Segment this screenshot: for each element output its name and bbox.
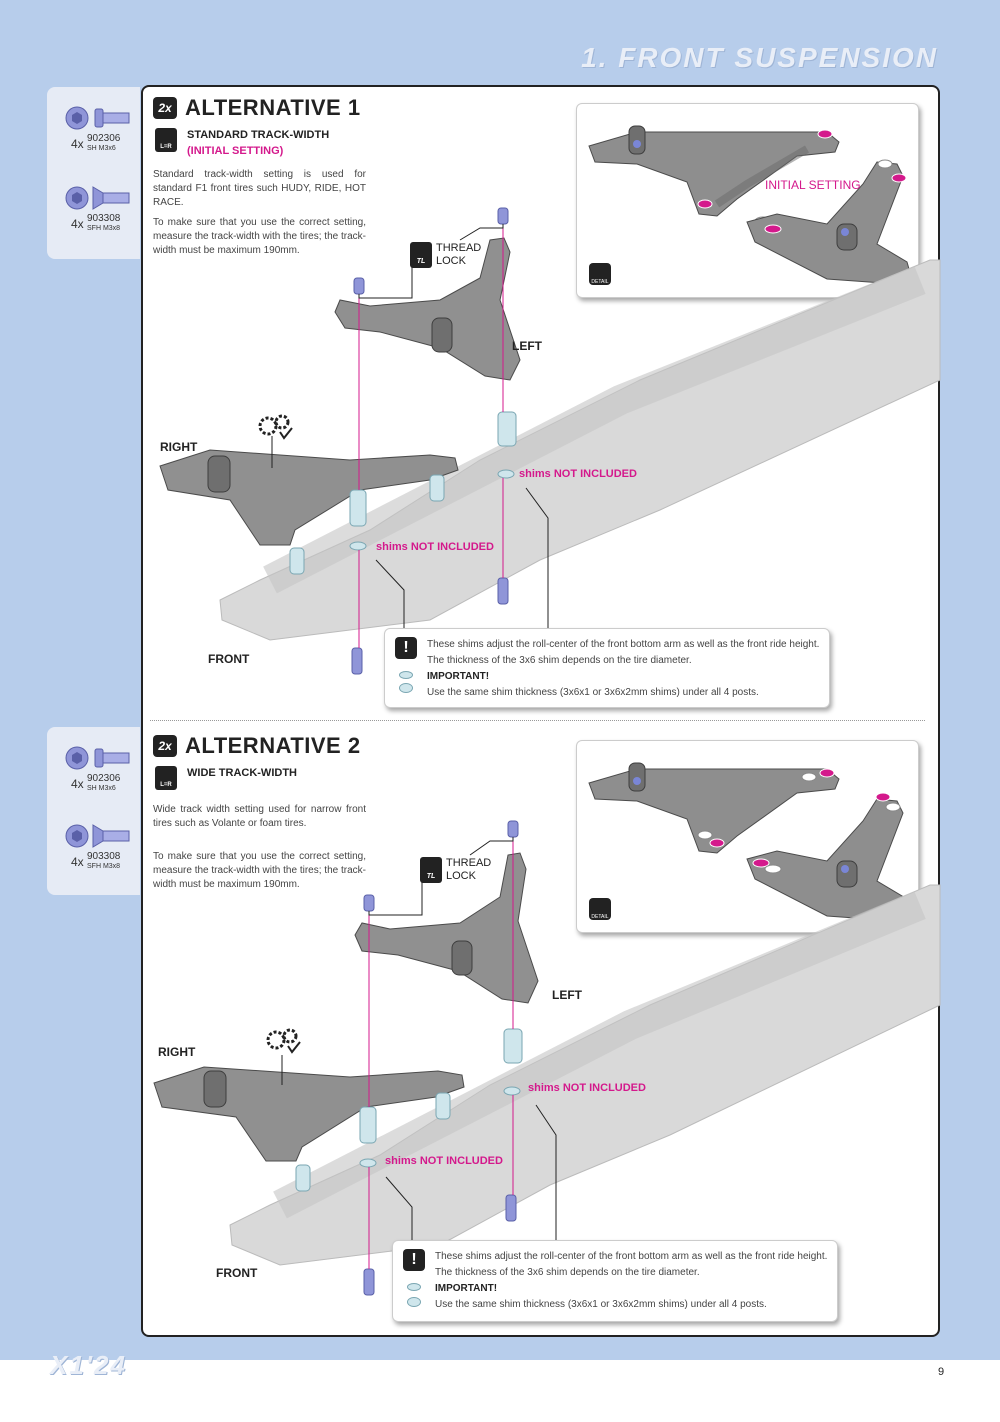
alt2-setting: WIDE TRACK-WIDTH — [187, 767, 297, 779]
part-903308: 4x 903308 SFH M3x8 — [55, 815, 140, 893]
note-text-2: Use the same shim thickness (3x6x1 or 3x… — [427, 687, 759, 698]
note-text-2: Use the same shim thickness (3x6x1 or 3x… — [435, 1299, 767, 1310]
shim-icon — [407, 1297, 421, 1307]
magnifier-detail-icon: DETAIL — [589, 263, 611, 285]
quantity-badge: 2x — [153, 97, 177, 119]
warning-icon: ! — [395, 637, 417, 659]
alt1-detail-illustration — [588, 125, 912, 285]
alt1-detail-box: INITIAL SETTING DETAIL — [576, 103, 919, 298]
alt2-shims-label-left: shims NOT INCLUDED — [528, 1082, 646, 1094]
alt2-detail-illustration — [588, 762, 912, 922]
alt1-desc-2: To make sure that you use the correct se… — [153, 217, 366, 256]
alt2-assembly-illustration — [153, 820, 941, 1296]
product-logo: X1'24 — [50, 1350, 127, 1380]
page-title: 1. FRONT SUSPENSION — [581, 42, 938, 73]
shim-icon — [399, 683, 413, 693]
alt1-setting-sub: (INITIAL SETTING) — [187, 145, 284, 157]
alt1-right-label: RIGHT — [160, 440, 198, 454]
alt2-right-label: RIGHT — [158, 1045, 196, 1059]
alt2-title: ALTERNATIVE 2 — [185, 733, 361, 758]
thread-lock-icon: TL — [410, 242, 432, 268]
parts-box-alt1: 4x 902306 SH M3x6 4x 903308 SFH M3x8 — [47, 87, 140, 259]
flat-head-screw-icon — [65, 186, 130, 210]
alt1-front-label: FRONT — [208, 652, 250, 666]
note-text-1: These shims adjust the roll-center of th… — [427, 639, 820, 666]
important-label: IMPORTANT! — [435, 1283, 498, 1294]
tool-gears-icon — [266, 1028, 301, 1054]
section-divider — [150, 720, 925, 721]
alt2-left-label: LEFT — [552, 988, 582, 1002]
alt2-front-label: FRONT — [216, 1266, 258, 1280]
page-number: 9 — [938, 1366, 945, 1378]
left-equals-right-icon: L=R — [155, 766, 177, 790]
shim-icon — [399, 671, 413, 679]
alt1-left-label: LEFT — [512, 339, 542, 353]
important-label: IMPORTANT! — [427, 671, 490, 682]
initial-setting-note: INITIAL SETTING — [765, 178, 861, 192]
alt1-title: ALTERNATIVE 1 — [185, 95, 361, 120]
alt1-header: 2x ALTERNATIVE 1 — [153, 95, 361, 121]
alt2-note-box: ! These shims adjust the roll-center of … — [392, 1240, 838, 1322]
alt1-desc-1: Standard track-width setting is used for… — [153, 169, 366, 208]
alt1-setting: STANDARD TRACK-WIDTH — [187, 129, 330, 141]
alt2-shims-label-right: shims NOT INCLUDED — [385, 1155, 503, 1167]
part-903308: 4x 903308 SFH M3x8 — [55, 177, 140, 255]
alt1-note-box: ! These shims adjust the roll-center of … — [384, 628, 830, 708]
thread-lock-icon: TL — [420, 857, 442, 883]
alt2-desc-2: To make sure that you use the correct se… — [153, 851, 366, 890]
socket-head-screw-icon — [65, 746, 130, 770]
part-902306: 4x 902306 SH M3x6 — [55, 97, 140, 175]
alt1-shims-label-left: shims NOT INCLUDED — [519, 468, 637, 480]
quantity-badge: 2x — [153, 735, 177, 757]
note-text-1: These shims adjust the roll-center of th… — [435, 1251, 828, 1278]
alt2-desc-1: Wide track width setting used for narrow… — [153, 804, 366, 829]
magnifier-detail-icon: DETAIL — [589, 898, 611, 920]
left-equals-right-icon: L=R — [155, 128, 177, 152]
flat-head-screw-icon — [65, 824, 130, 848]
part-902306: 4x 902306 SH M3x6 — [55, 737, 140, 815]
parts-box-alt2: 4x 902306 SH M3x6 4x 903308 SFH M3x8 — [47, 727, 140, 895]
shim-icon — [407, 1283, 421, 1291]
warning-icon: ! — [403, 1249, 425, 1271]
alt2-detail-box: DETAIL — [576, 740, 919, 933]
tool-gears-icon — [258, 414, 293, 440]
alt1-assembly-illustration — [159, 207, 941, 675]
socket-head-screw-icon — [65, 106, 130, 130]
alt1-shims-label-right: shims NOT INCLUDED — [376, 541, 494, 553]
alt2-header: 2x ALTERNATIVE 2 — [153, 733, 361, 759]
